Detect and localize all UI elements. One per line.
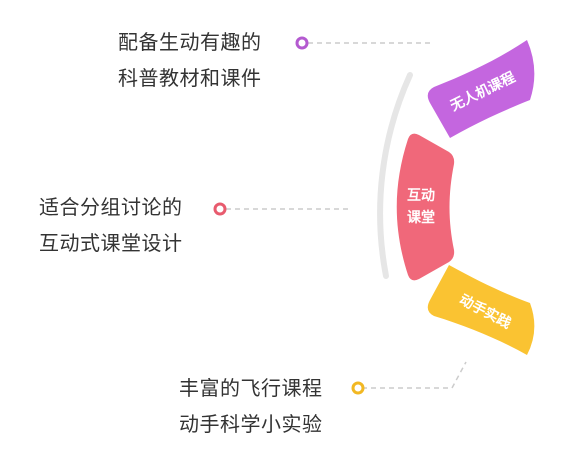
description-1: 配备生动有趣的 科普教材和课件 <box>118 24 262 96</box>
description-3-line-1: 丰富的飞行课程 <box>179 376 323 400</box>
description-3-line-2: 动手科学小实验 <box>179 412 323 436</box>
bullet-dot-2 <box>213 202 227 216</box>
description-2: 适合分组讨论的 互动式课堂设计 <box>39 189 183 261</box>
description-2-line-1: 适合分组讨论的 <box>39 195 183 219</box>
segment-interactive-class-label: 互动课堂 <box>407 187 435 226</box>
arc-track <box>377 72 413 279</box>
segment-hands-on: 动手实践 <box>427 265 535 355</box>
segment-label-line: 课堂 <box>407 209 435 226</box>
description-1-line-1: 配备生动有趣的 <box>118 30 262 54</box>
description-2-line-2: 互动式课堂设计 <box>39 231 183 255</box>
segment-drone-course: 无人机课程 <box>427 40 535 138</box>
segment-label-line: 互动 <box>407 187 435 204</box>
bullet-dot-1 <box>295 36 309 50</box>
segment-interactive-class-shape <box>396 133 455 281</box>
connector-line-3 <box>362 361 467 389</box>
connectors <box>226 42 467 389</box>
segment-hands-on-shape <box>427 265 535 355</box>
description-3: 丰富的飞行课程 动手科学小实验 <box>179 370 323 442</box>
segment-interactive-class: 互动课堂 <box>396 133 455 281</box>
bullet-dot-3 <box>351 381 365 395</box>
segment-drone-course-shape <box>427 40 535 138</box>
description-1-line-2: 科普教材和课件 <box>118 66 262 90</box>
